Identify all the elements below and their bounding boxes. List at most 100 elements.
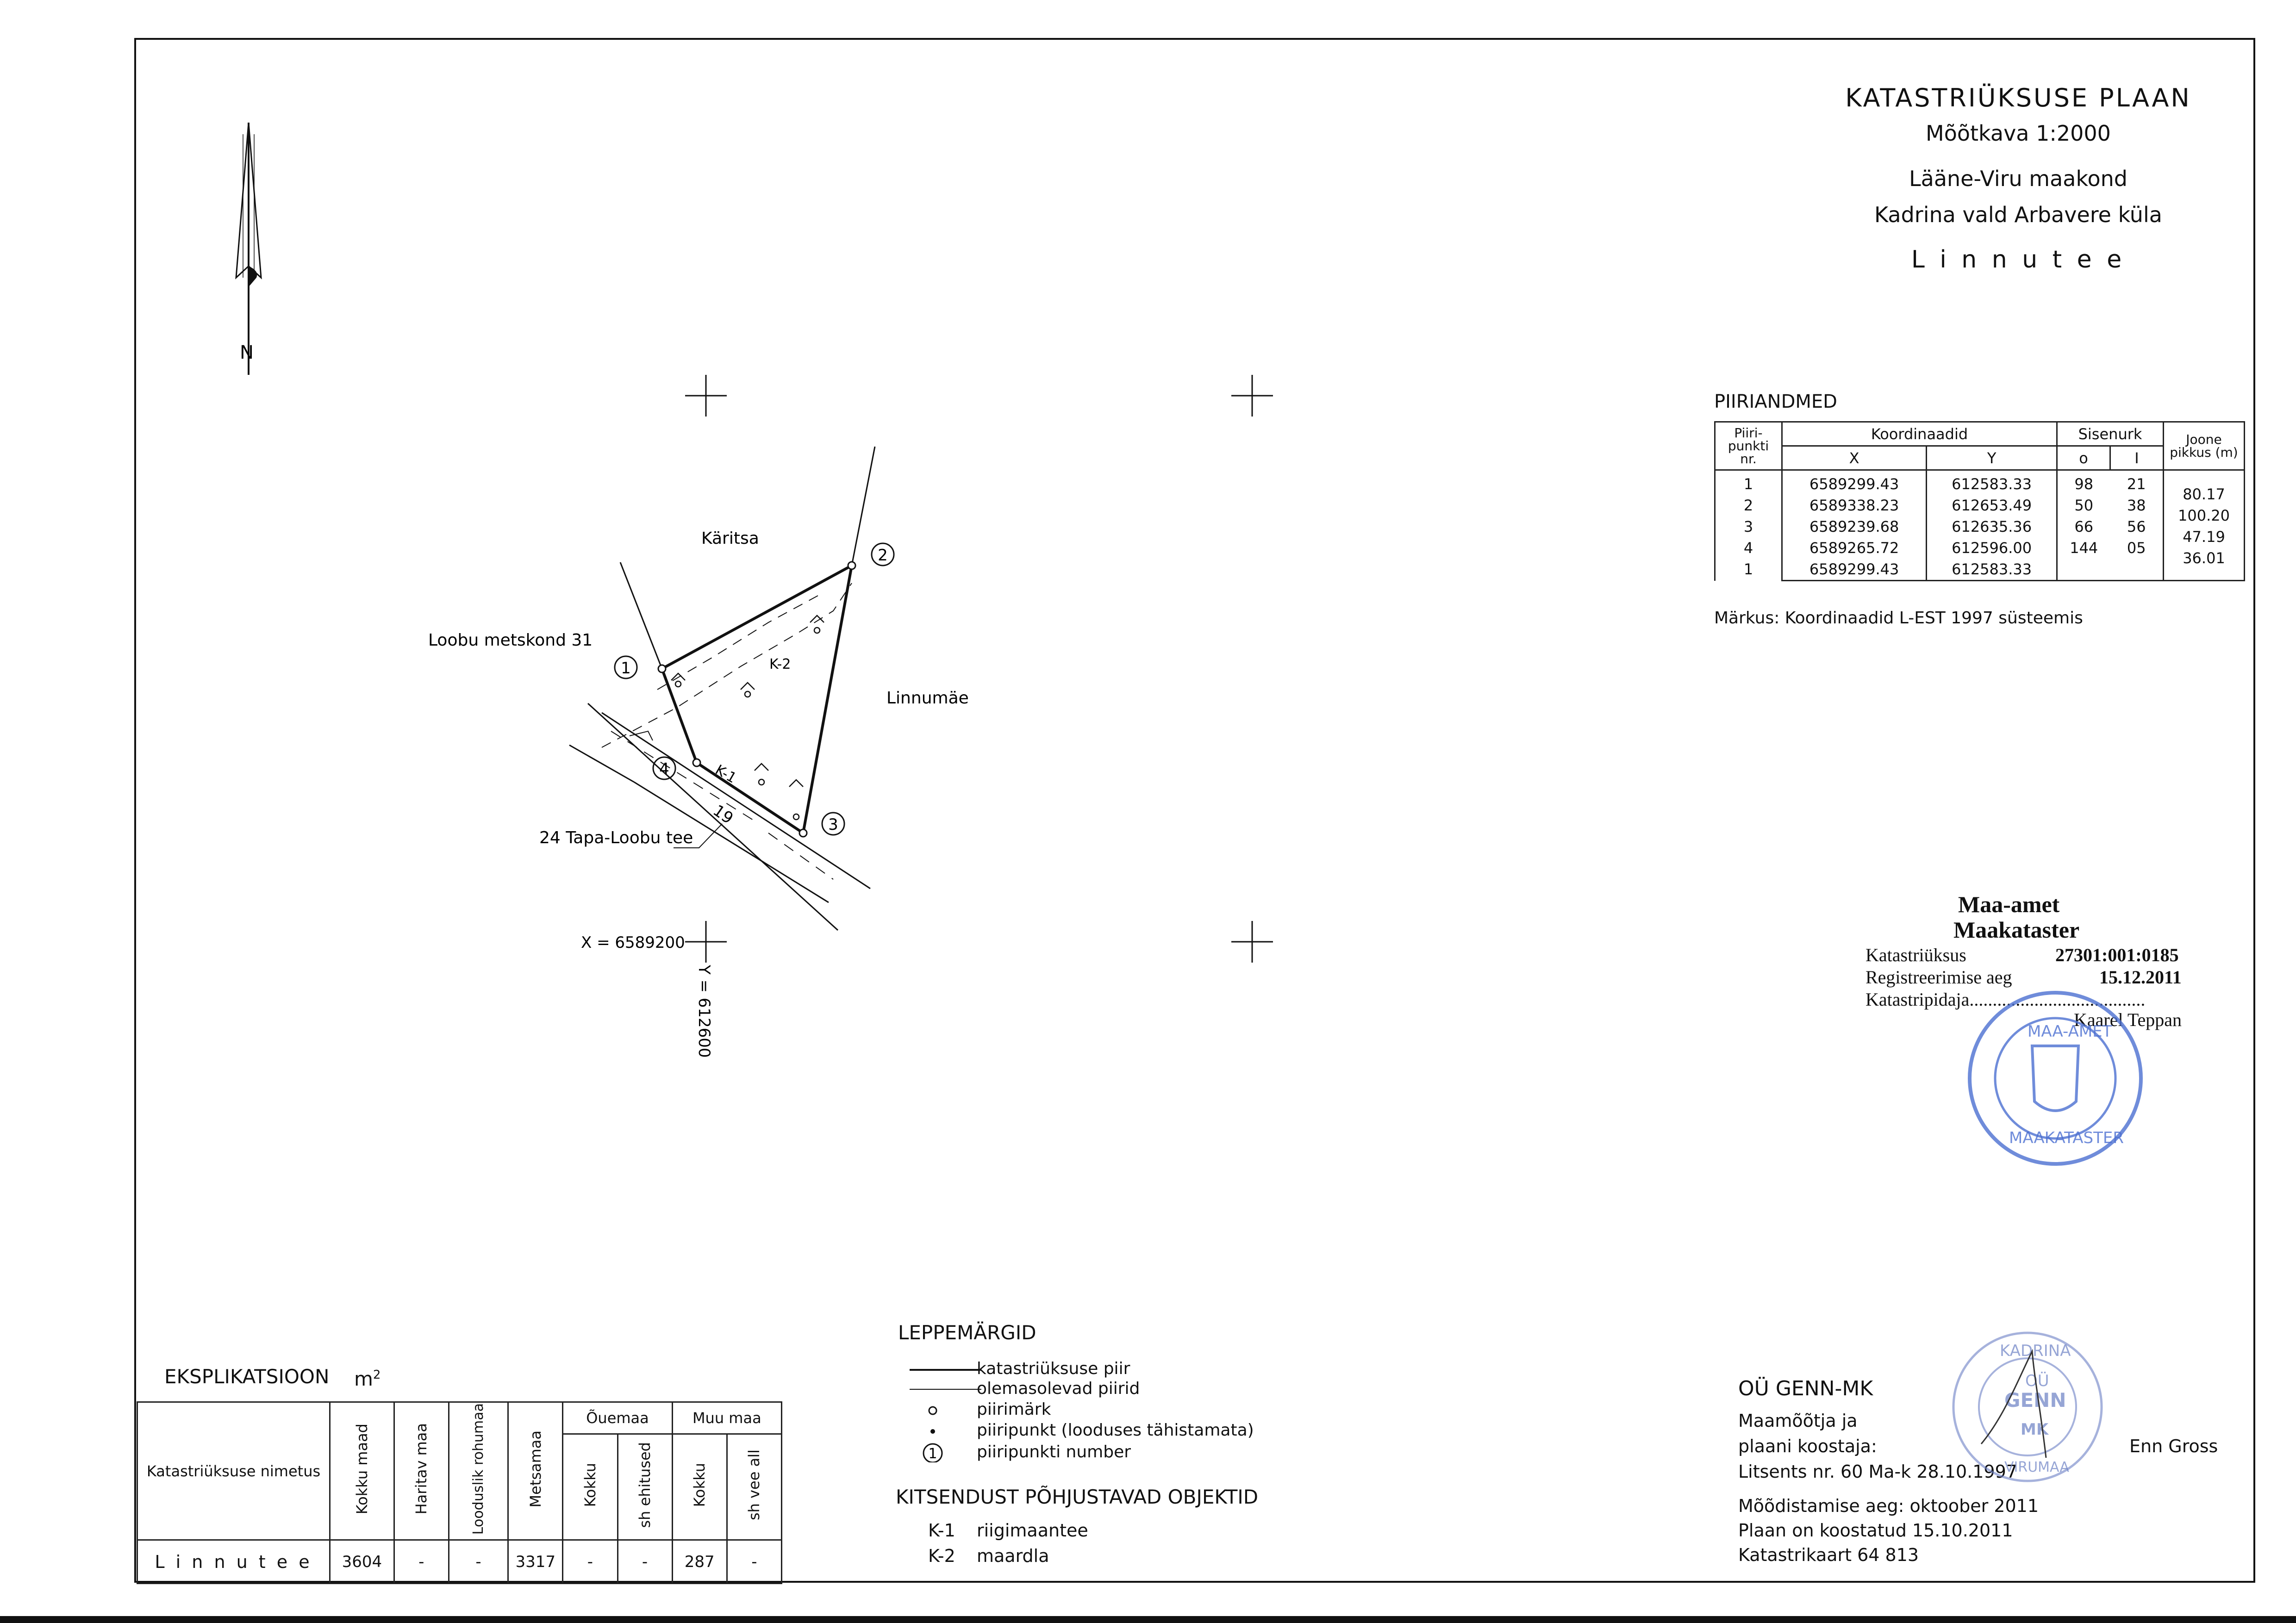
legend-item: katastriüksuse piir bbox=[977, 1359, 1130, 1378]
header-other: Muu maa bbox=[671, 1401, 783, 1435]
cell-min: 56 bbox=[2127, 518, 2146, 535]
eksplikatsioon-unit: m2 bbox=[354, 1368, 381, 1390]
header-other-total: Kokku bbox=[691, 1462, 709, 1507]
point-number-markers: 1 2 3 4 bbox=[614, 542, 895, 836]
cadastral-map-number: Katastrikaart 64 813 bbox=[1738, 1545, 1919, 1565]
company-stamp-low: MK bbox=[2021, 1420, 2049, 1439]
row-yard-built: - bbox=[617, 1539, 673, 1584]
cell-deg: 144 bbox=[2070, 539, 2098, 557]
author-role-1: Maamõõtja ja bbox=[1738, 1411, 1858, 1431]
cell-min: 05 bbox=[2127, 539, 2146, 557]
legend-symbols: 1 bbox=[910, 1369, 981, 1462]
header-name: Katastriüksuse nimetus bbox=[136, 1401, 331, 1541]
coordinate-system-note: Märkus: Koordinaadid L-EST 1997 süsteemi… bbox=[1714, 609, 2083, 628]
grid-crosses bbox=[685, 375, 1273, 963]
registration-date-label: Registreerimise aeg bbox=[1866, 967, 2012, 988]
cell-x: 6589299.43 bbox=[1809, 560, 1899, 578]
zone-k2-boundary bbox=[601, 583, 852, 748]
eksplikatsioon-heading: EKSPLIKATSIOON bbox=[164, 1365, 330, 1388]
zone-label-k1: K-1 bbox=[712, 762, 739, 787]
legend-item: olemasolevad piirid bbox=[977, 1379, 1140, 1398]
table-row: 1 bbox=[1743, 475, 1753, 493]
header-yard: Õuemaa bbox=[562, 1401, 673, 1435]
registration-date-value: 15.12.2011 bbox=[2099, 967, 2182, 988]
header-forest: Metsamaa bbox=[526, 1430, 544, 1508]
cell-length: 47.19 bbox=[2183, 528, 2225, 546]
table-row: 1 bbox=[1743, 560, 1753, 578]
survey-date: Mõõdistamise aeg: oktoober 2011 bbox=[1738, 1496, 2039, 1516]
header-coords: Koordinaadid bbox=[1781, 421, 2058, 447]
legend-heading: LEPPEMÄRGID bbox=[898, 1321, 1036, 1344]
company-stamp-mid: GENN bbox=[2004, 1389, 2066, 1412]
north-arrow-icon bbox=[235, 122, 262, 375]
cell-y: 612653.49 bbox=[1952, 497, 2032, 514]
table-row: 4 bbox=[1743, 539, 1753, 557]
grid-coordinate-y: Y = 612600 bbox=[695, 964, 713, 1058]
road-label: 24 Tapa-Loobu tee bbox=[539, 828, 693, 847]
header-total: Kokku maad bbox=[353, 1424, 371, 1515]
stamp-text-bottom: MAAKATASTER bbox=[2009, 1129, 2124, 1147]
cell-deg: 98 bbox=[2074, 475, 2094, 493]
header-min: I bbox=[2109, 445, 2164, 471]
author-license: Litsents nr. 60 Ma-k 28.10.1997 bbox=[1738, 1461, 2017, 1482]
cell-min: 38 bbox=[2127, 497, 2146, 514]
row-arable: - bbox=[393, 1539, 449, 1584]
parcel-id-value: 27301:001:0185 bbox=[2055, 945, 2179, 965]
header-yard-built: sh ehitused bbox=[636, 1442, 654, 1528]
parcel-id-label: Katastriüksus bbox=[1866, 945, 1966, 965]
cell-min: 21 bbox=[2127, 475, 2146, 493]
existing-boundaries bbox=[619, 446, 876, 669]
cell-length: 36.01 bbox=[2183, 549, 2225, 567]
cell-x: 6589239.68 bbox=[1809, 518, 1899, 535]
row-forest: 3317 bbox=[507, 1539, 564, 1584]
header-angle: Sisenurk bbox=[2056, 421, 2164, 447]
plan-title: KATASTRIÜKSUSE PLAAN bbox=[1845, 83, 2191, 112]
cell-length: 80.17 bbox=[2183, 485, 2225, 503]
point-label-4: 4 bbox=[659, 760, 669, 778]
stamp-text-top: MAA-AMET bbox=[2028, 1022, 2112, 1041]
row-yard-total: - bbox=[562, 1539, 618, 1584]
header-other-water: sh vee all bbox=[745, 1449, 763, 1521]
header-grass: Looduslik rohumaa bbox=[470, 1403, 487, 1535]
compiled-date: Plaan on koostatud 15.10.2011 bbox=[1738, 1520, 2013, 1541]
company-stamp-top: KADRINA bbox=[2000, 1342, 2071, 1360]
company-name: OÜ GENN-MK bbox=[1738, 1377, 1873, 1400]
keeper-name: Kaarel Teppan bbox=[2074, 1009, 2182, 1030]
header-point: Piiri-punkti nr. bbox=[1714, 421, 1783, 471]
north-label: N bbox=[240, 342, 254, 363]
company-stamp-bottom: VIRUMAA bbox=[2004, 1459, 2069, 1475]
legend-item: piiripunkti number bbox=[977, 1443, 1131, 1461]
org-name: Maa-amet bbox=[1958, 891, 2060, 917]
header-length: Joone pikkus (m) bbox=[2163, 421, 2245, 471]
point-number-icon bbox=[923, 1443, 943, 1462]
cell-length: 100.20 bbox=[2178, 507, 2230, 524]
restriction-label-k2: maardla bbox=[977, 1546, 1049, 1566]
plan-scale: Mõõtkava 1:2000 bbox=[1926, 121, 2111, 146]
author-role-2: plaani koostaja: bbox=[1738, 1436, 1877, 1456]
plan-parcel-name: L i n n u t e e bbox=[1911, 246, 2126, 274]
cell-y: 612583.33 bbox=[1952, 475, 2032, 493]
header-y: Y bbox=[1926, 445, 2058, 471]
cell-deg: 50 bbox=[2074, 497, 2094, 514]
boundary-mark-icon bbox=[928, 1406, 937, 1415]
table-row: 3 bbox=[1743, 518, 1753, 535]
neighbor-loobu: Loobu metskond 31 bbox=[428, 631, 593, 650]
company-stamp-icon: KADRINA OÜ GENN MK VIRUMAA bbox=[1952, 1331, 2103, 1482]
point-label-2: 2 bbox=[878, 546, 888, 565]
author-name: Enn Gross bbox=[2129, 1436, 2218, 1456]
eksplikatsioon-table: Katastriüksuse nimetus Kokku maad Harita… bbox=[136, 1401, 783, 1584]
restriction-code-k1: K-1 bbox=[928, 1520, 955, 1541]
cell-y: 612583.33 bbox=[1952, 560, 2032, 578]
header-arable: Haritav maa bbox=[412, 1423, 430, 1515]
title-block: KATASTRIÜKSUSE PLAAN Mõõtkava 1:2000 Lää… bbox=[1685, 83, 2296, 274]
cell-deg: 66 bbox=[2074, 518, 2094, 535]
cell-y: 612596.00 bbox=[1952, 539, 2032, 557]
grid-coordinate-x: X = 6589200 bbox=[581, 933, 685, 952]
restrictions-heading: KITSENDUST PÕHJUSTAVAD OBJEKTID bbox=[896, 1486, 1259, 1508]
table-row: 2 bbox=[1743, 497, 1753, 514]
header-x: X bbox=[1781, 445, 1928, 471]
restriction-code-k2: K-2 bbox=[928, 1546, 955, 1566]
neighbor-linnumae: Linnumäe bbox=[886, 689, 969, 708]
row-total: 3604 bbox=[329, 1539, 395, 1584]
